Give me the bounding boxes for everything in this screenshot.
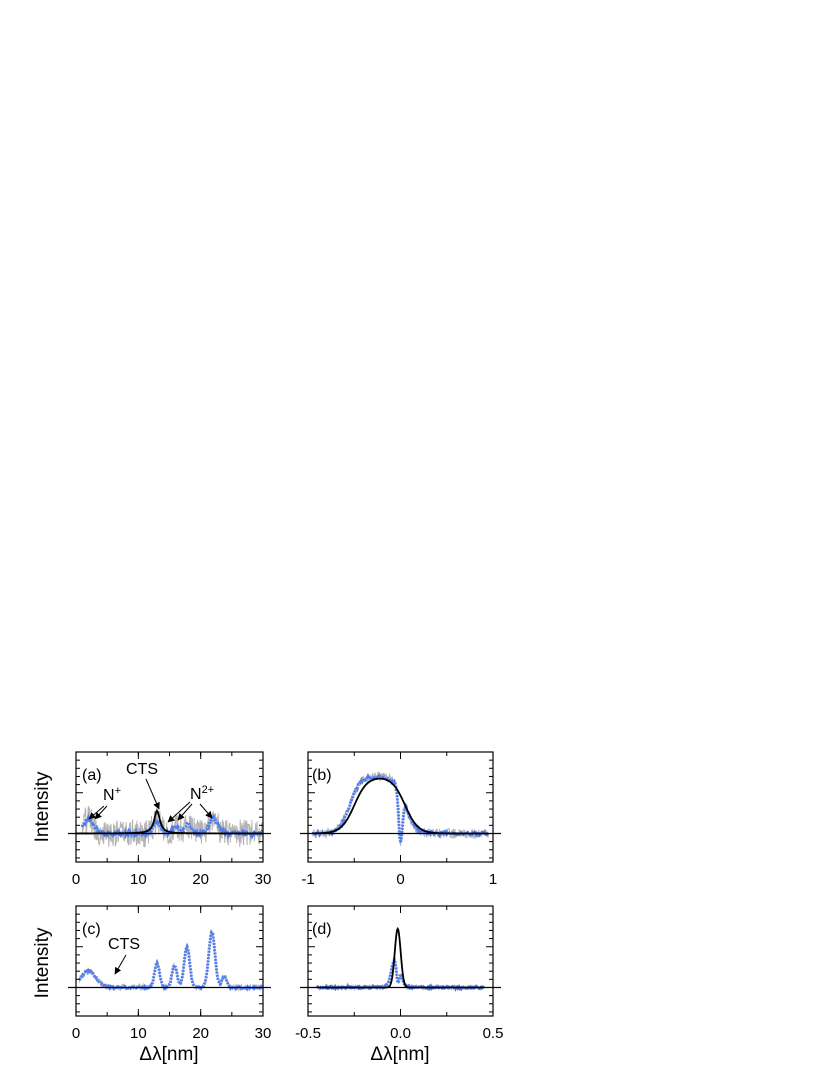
cts-arrow-a bbox=[145, 778, 160, 810]
x-tick-label: 20 bbox=[192, 1025, 209, 1042]
plot-frame bbox=[75, 905, 264, 1017]
x-tick-label: 30 bbox=[255, 871, 272, 888]
series-smoothed-d bbox=[315, 954, 486, 993]
panel-label-c: (c) bbox=[82, 921, 101, 938]
x-tick-label: 0 bbox=[396, 871, 404, 888]
annotation-n-plus: N+ bbox=[88, 785, 121, 820]
annotation-n-2plus: N2+ bbox=[167, 784, 214, 823]
plot-frame bbox=[75, 751, 264, 863]
x-tick-label: 10 bbox=[130, 1025, 147, 1042]
x-tick-label: -1 bbox=[301, 871, 314, 888]
n-plus-arrow-2 bbox=[94, 805, 108, 820]
n-2plus-label: N bbox=[190, 786, 202, 803]
n-plus-superscript: + bbox=[115, 785, 121, 797]
x-tick-label: 1 bbox=[489, 871, 497, 888]
x-tick-label: 0 bbox=[72, 1025, 80, 1042]
svg-text:N2+: N2+ bbox=[190, 784, 214, 803]
series-smoothed-b bbox=[311, 772, 490, 844]
plot-frame bbox=[307, 905, 494, 1017]
panel-d: -0.5 0.0 0.5 (d) bbox=[295, 905, 504, 1042]
y-axis-title-bottom: Intensity bbox=[32, 927, 53, 998]
n-2plus-superscript: 2+ bbox=[202, 784, 215, 796]
panel-label-a: (a) bbox=[82, 767, 102, 784]
x-axis-title-d: Δλ[nm] bbox=[370, 1044, 429, 1065]
x-tick-label: 0 bbox=[72, 871, 80, 888]
x-tick-label: 20 bbox=[192, 871, 209, 888]
annotation-cts-c: CTS bbox=[108, 936, 140, 975]
n-plus-label: N bbox=[103, 787, 115, 804]
y-axis-title-top: Intensity bbox=[32, 771, 53, 842]
svg-text:N+: N+ bbox=[103, 785, 121, 804]
annotation-cts-a: CTS bbox=[126, 761, 160, 810]
cts-arrow-c bbox=[114, 954, 127, 975]
panel-label-d: (d) bbox=[312, 921, 332, 938]
x-tick-label: 30 bbox=[255, 1025, 272, 1042]
x-axis-title-c: Δλ[nm] bbox=[139, 1044, 198, 1065]
panel-label-b: (b) bbox=[312, 767, 332, 784]
x-tick-label: 0.5 bbox=[483, 1025, 504, 1042]
n-2plus-arrow-1 bbox=[167, 801, 191, 823]
panel-b: -1 0 1 (b) bbox=[300, 751, 501, 888]
cts-label-a: CTS bbox=[126, 761, 158, 778]
panel-c: 0 10 20 30 (c) CTS bbox=[68, 905, 272, 1042]
x-tick-label: 0.0 bbox=[390, 1025, 411, 1042]
n-2plus-arrow-3 bbox=[199, 803, 213, 819]
cts-label-c: CTS bbox=[108, 936, 140, 953]
n-2plus-arrow-2 bbox=[177, 803, 193, 821]
x-tick-label: -0.5 bbox=[295, 1025, 321, 1042]
x-tick-label: 10 bbox=[130, 871, 147, 888]
